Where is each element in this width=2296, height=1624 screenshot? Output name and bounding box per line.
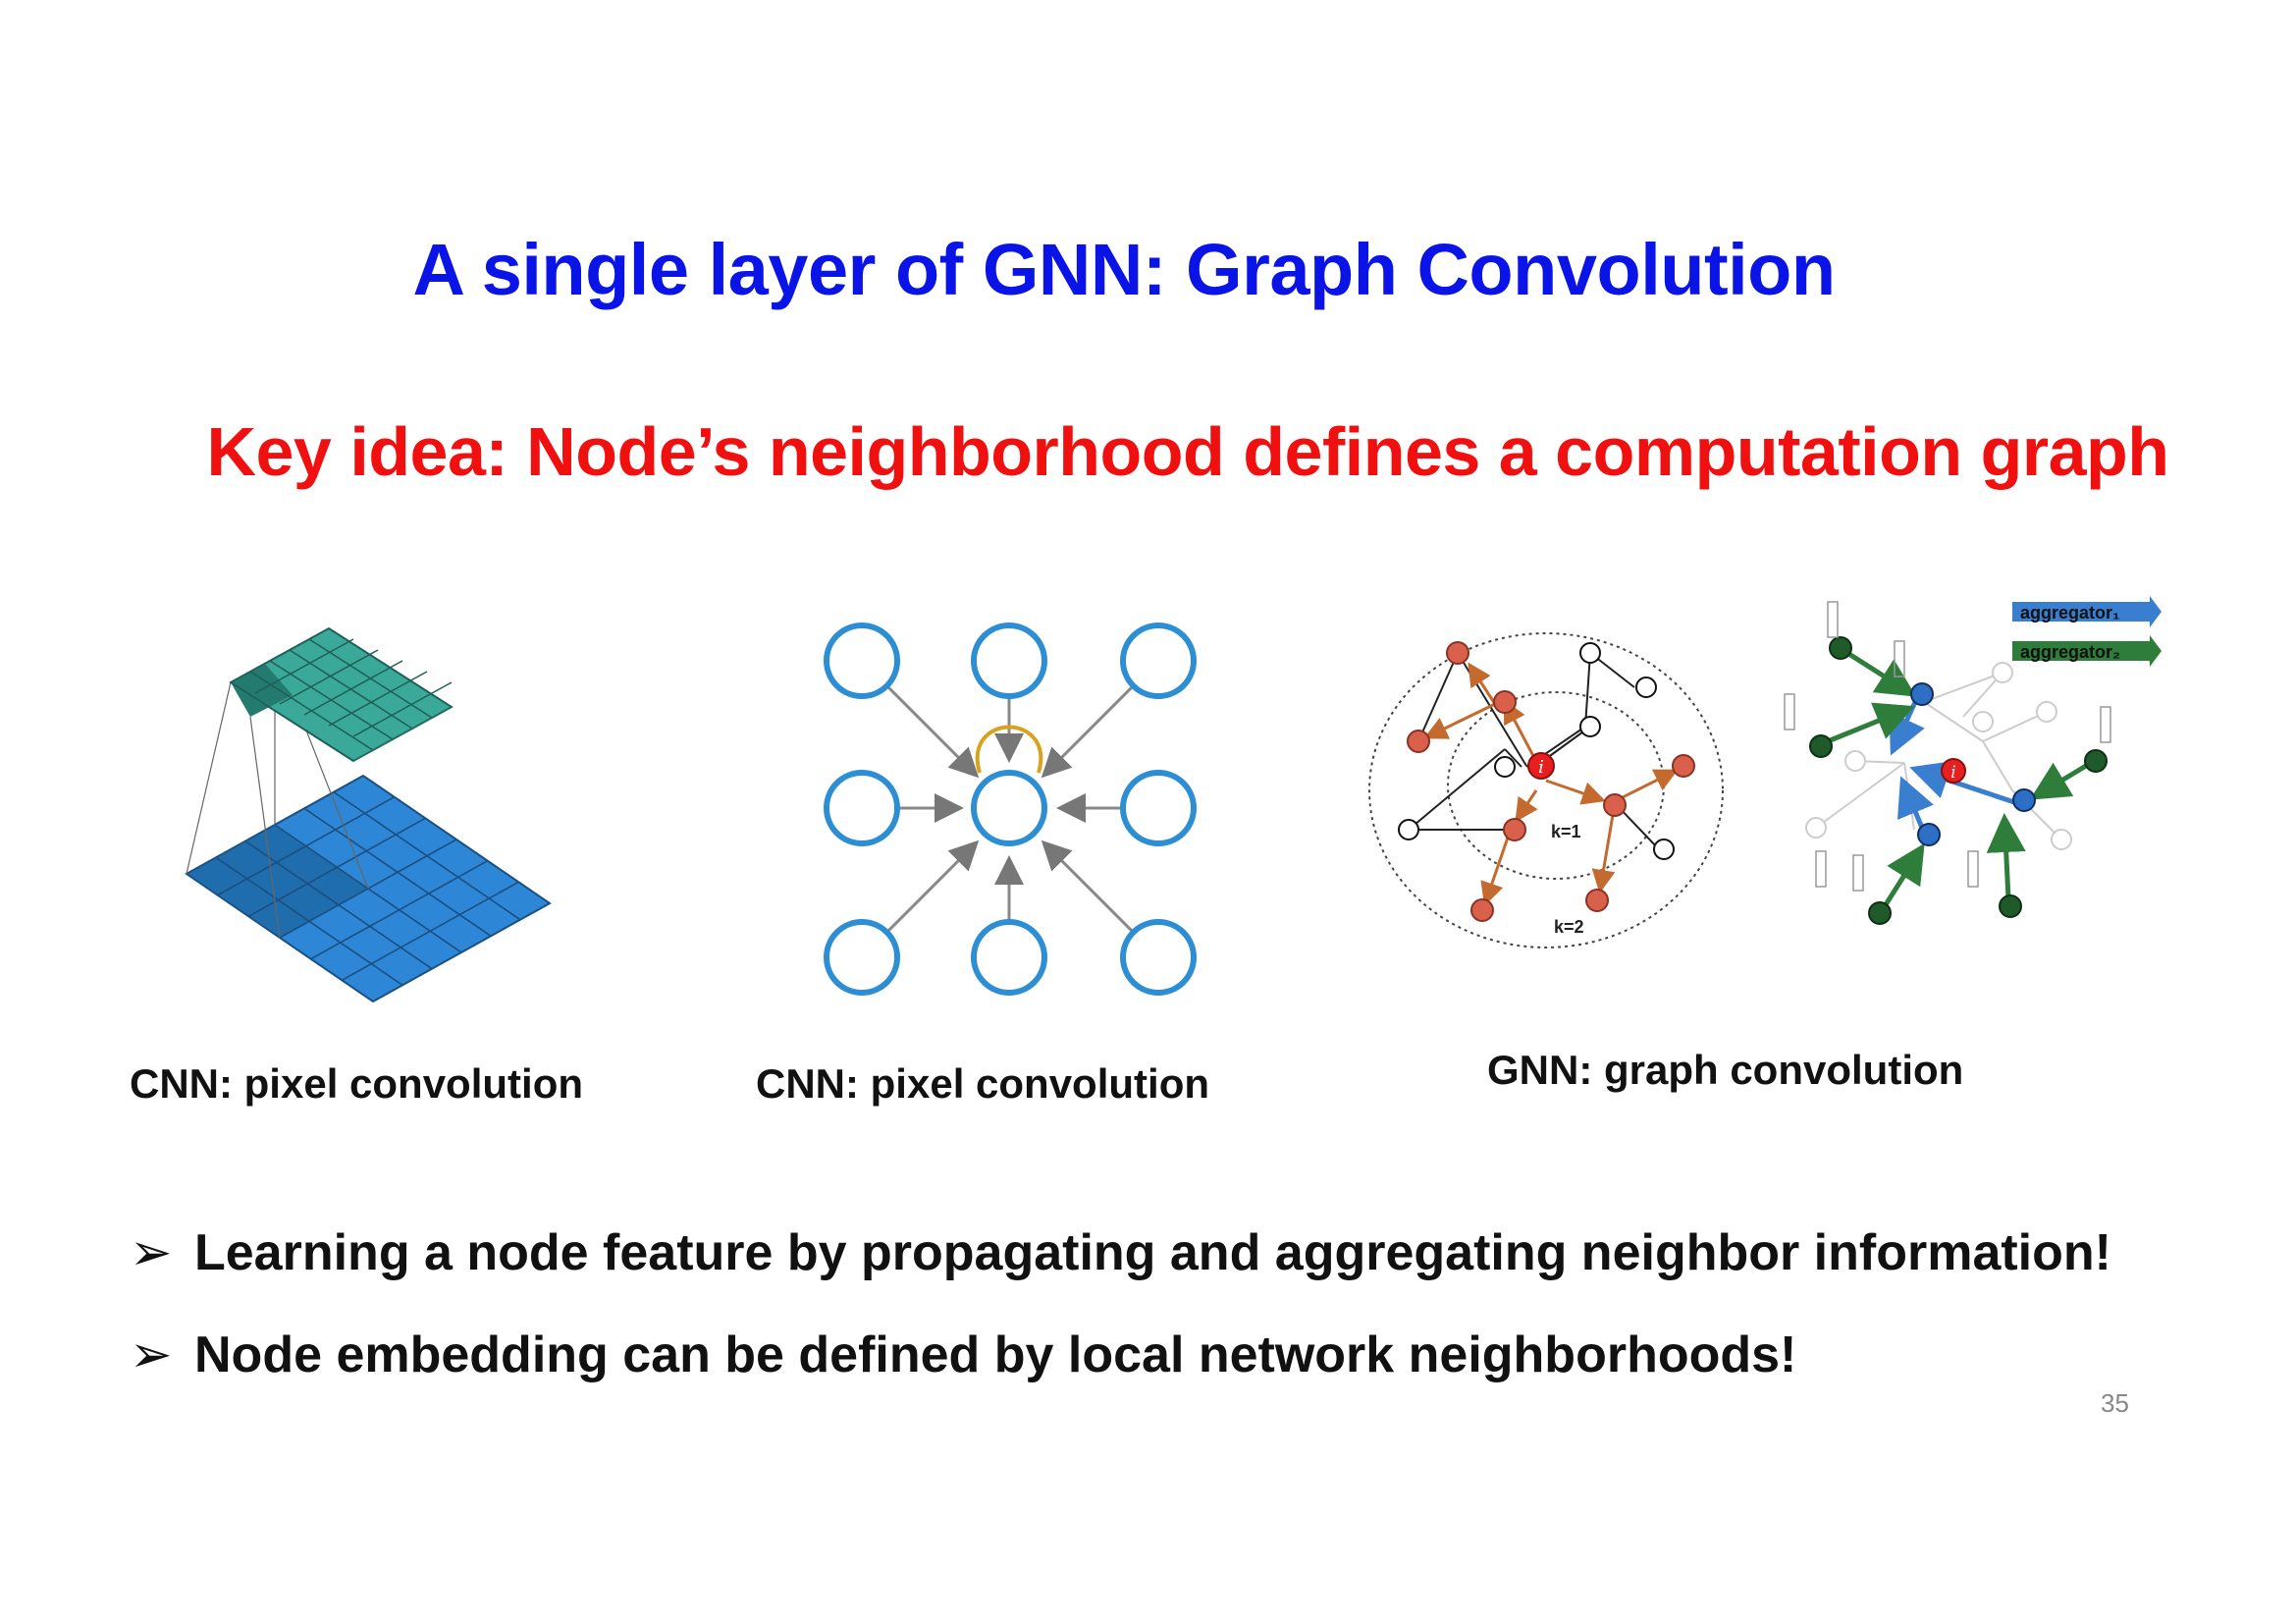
- graph-node: [2036, 701, 2057, 723]
- aggregator1-arrow: [2012, 596, 2162, 627]
- graph-node: [1635, 677, 1657, 698]
- graph-node: [1470, 898, 1494, 922]
- k2-label: k=2: [1554, 917, 1584, 937]
- gnn-aggregator-figure: aggregator₁ aggregator₂: [1784, 596, 2162, 925]
- self-loop: [975, 725, 1043, 774]
- graph-node: [1493, 690, 1517, 714]
- graph-node: [1992, 662, 2013, 683]
- graph-node: [1398, 819, 1419, 840]
- pixel-node: [1120, 623, 1197, 699]
- graph-node: [1603, 793, 1627, 817]
- pixel-node: [824, 623, 900, 699]
- bullet-item-1: ➢ Learning a node feature by propagating …: [130, 1223, 2111, 1282]
- bullet-arrow-icon: ➢: [130, 1326, 173, 1384]
- feature-vector-icon: [1815, 850, 1827, 888]
- graph-node: [1805, 817, 1827, 839]
- feature-vector-icon: [2100, 706, 2111, 743]
- pixel-node-center: [971, 770, 1047, 846]
- pixel-node: [1120, 770, 1197, 846]
- feature-vector-icon: [1784, 693, 1795, 731]
- gnn-neighborhood-figure: i k=1 k=2: [1368, 632, 1724, 948]
- graph-node: [1868, 901, 1892, 925]
- bullet-arrow-icon: ➢: [130, 1223, 173, 1282]
- receptive-field: [187, 825, 368, 938]
- graph-node: [2051, 829, 2072, 850]
- graph-node: [1809, 734, 1833, 758]
- graph-node: [1972, 711, 1994, 732]
- page-number: 35: [2101, 1388, 2129, 1418]
- caption-gnn: GNN: graph convolution: [1487, 1047, 1964, 1093]
- center-node-label: i: [1538, 757, 1544, 778]
- graph-node: [2012, 788, 2036, 812]
- feature-vector-icon: [1967, 850, 1979, 888]
- aggregator2-label: aggregator₂: [2020, 642, 2120, 662]
- feature-vector-icon: [1894, 640, 1905, 677]
- cnn-pixel-node-figure: [824, 623, 1197, 996]
- caption-cnn-grid: CNN: pixel convolution: [130, 1060, 583, 1107]
- caption-cnn-node: CNN: pixel convolution: [756, 1060, 1209, 1107]
- graph-node: [1653, 839, 1675, 860]
- aggregator1-label: aggregator₁: [2020, 603, 2119, 623]
- graph-node: [2084, 749, 2108, 773]
- feature-vector-icon: [1852, 854, 1864, 892]
- slide-title: A single layer of GNN: Graph Convolution: [412, 229, 1836, 310]
- graph-node: [1446, 641, 1469, 665]
- feature-vector-icon: [1827, 601, 1839, 638]
- center-node: [1527, 752, 1555, 780]
- center-node: [1941, 758, 1966, 784]
- pixel-node: [824, 770, 900, 846]
- bullet-text: Node embedding can be defined by local n…: [194, 1326, 1797, 1383]
- cnn-grid-figure: [185, 626, 552, 1003]
- k2-ring: [1368, 632, 1724, 948]
- graph-node: [1844, 750, 1866, 772]
- graph-node: [1829, 636, 1852, 660]
- pixel-node: [824, 919, 900, 996]
- graph-node: [1503, 818, 1526, 841]
- graph-node: [1672, 754, 1695, 778]
- k1-label: k=1: [1551, 822, 1581, 841]
- aggregator2-arrow: [2012, 635, 2162, 667]
- slide-subtitle: Key idea: Node’s neighborhood defines a …: [206, 413, 2169, 490]
- pixel-node: [971, 919, 1047, 996]
- pixel-node: [971, 623, 1047, 699]
- graph-node: [1910, 682, 1934, 706]
- graph-node: [1579, 716, 1601, 737]
- graph-node: [1999, 894, 2022, 918]
- graph-node: [1407, 730, 1430, 753]
- graph-node: [1917, 823, 1941, 846]
- graph-node: [1585, 889, 1609, 912]
- graph-node: [1494, 756, 1516, 778]
- pixel-node: [1120, 919, 1197, 996]
- center-node-label: i: [1950, 763, 1955, 783]
- graph-node: [1579, 642, 1601, 664]
- bullet-item-2: ➢ Node embedding can be defined by local …: [130, 1326, 1796, 1384]
- bullet-text: Learning a node feature by propagating a…: [194, 1224, 2111, 1281]
